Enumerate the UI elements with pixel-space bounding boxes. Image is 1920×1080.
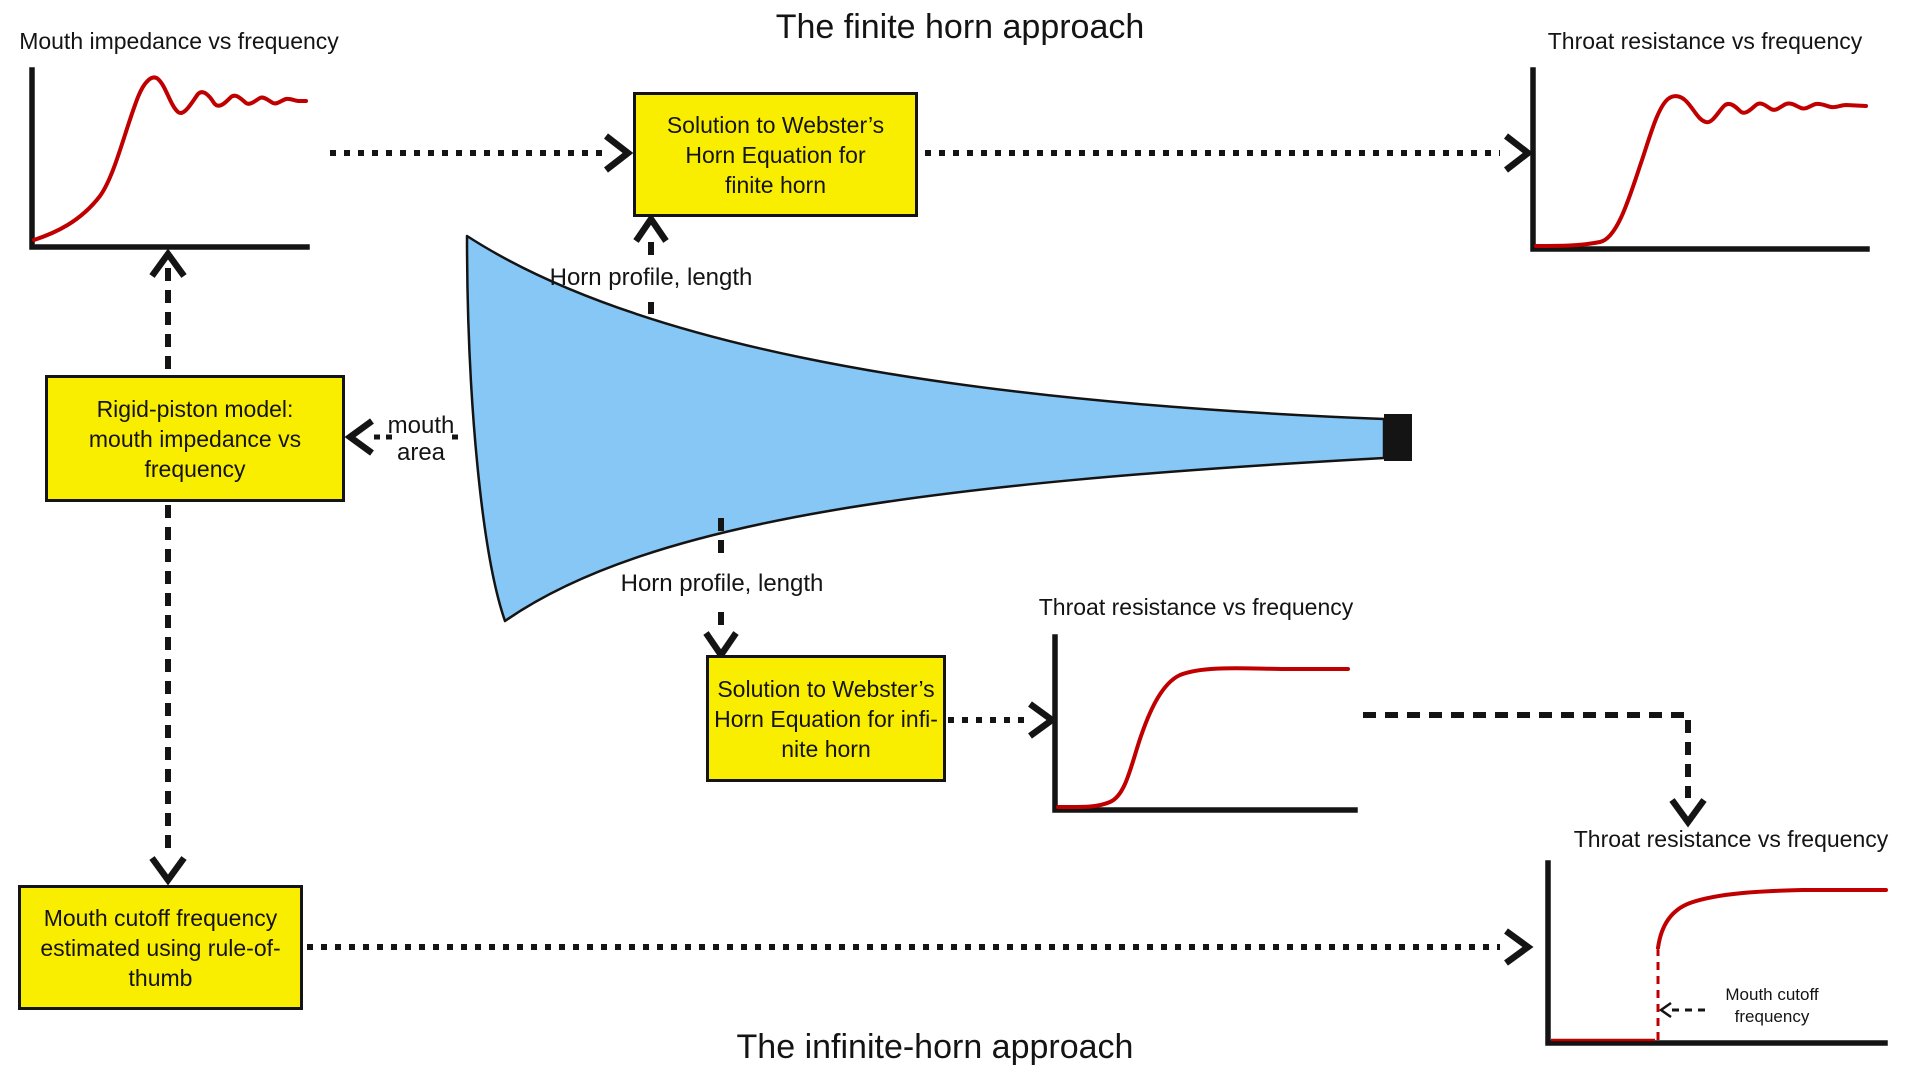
arrowhead-up-icon <box>633 213 669 243</box>
arrowhead-right-icon <box>1504 133 1534 173</box>
horn-profile-length-label-top: Horn profile, length <box>549 264 753 291</box>
arrowhead-up-icon <box>149 248 187 278</box>
plot-throat-infinite <box>1052 634 1358 813</box>
arrow-rigid-box-to-cutoff-box <box>149 505 187 886</box>
arrowhead-right-icon <box>1504 928 1534 966</box>
mouth-cutoff-annotation: Mouth cutoff frequency <box>1725 984 1818 1028</box>
finite-approach-title: The finite horn approach <box>775 8 1145 46</box>
arrowhead-down-icon <box>149 856 187 886</box>
arrow-mouth-plot-to-finite-box <box>330 133 634 173</box>
webster-infinite-box-line: nite horn <box>781 735 871 762</box>
arrow-finite-box-to-throat-plot <box>925 133 1534 173</box>
plot-throat-rule-of-thumb <box>1545 860 1888 1046</box>
webster-finite-box-line: finite horn <box>724 171 826 198</box>
rigid-piston-box-line: frequency <box>144 455 246 482</box>
webster-infinite-box-line: Horn Equation for infi- <box>714 705 938 732</box>
webster-infinite-box: Solution to Webster’s Horn Equation for … <box>706 655 946 782</box>
mouth-cutoff-box-line: estimated using rule-of- <box>40 934 281 961</box>
arrowhead-right-icon <box>604 133 634 173</box>
mouth-cutoff-annotation-line: Mouth cutoff <box>1725 985 1819 1004</box>
webster-finite-box-line: Solution to Webster’s <box>666 111 885 138</box>
arrow-mouth-area-to-rigid-box <box>344 418 464 456</box>
webster-finite-box: Solution to Webster’s Horn Equation for … <box>633 92 918 217</box>
rigid-piston-box-line: Rigid-piston model: <box>96 395 294 422</box>
mouth-area-label-line: mouth <box>387 412 455 439</box>
arrow-sigmoid-plot-to-cutoff-plot <box>1363 712 1707 828</box>
throat-finite-plot-title: Throat resistance vs frequency <box>1547 28 1863 54</box>
webster-finite-box-line: Horn Equation for <box>685 141 866 168</box>
mouth-area-label: mouth area <box>388 412 455 466</box>
arrowhead-left-icon <box>344 418 374 456</box>
rigid-piston-box-line: mouth impedance vs <box>88 425 302 452</box>
arrow-rigid-box-to-mouth-plot <box>149 248 187 370</box>
horn-throat-piston <box>1384 414 1412 461</box>
webster-infinite-box-line: Solution to Webster’s <box>717 675 935 702</box>
throat-rule-of-thumb-plot-title: Throat resistance vs frequency <box>1573 826 1889 852</box>
horn-profile-length-label-bottom: Horn profile, length <box>620 570 824 597</box>
horn-profile <box>465 234 1386 623</box>
mouth-cutoff-box-line: Mouth cutoff frequency <box>43 904 278 931</box>
plot-throat-finite <box>1530 67 1870 252</box>
arrowhead-left-icon <box>1658 1001 1672 1019</box>
horn-shape <box>465 234 1412 623</box>
arrowhead-down-icon <box>703 631 739 661</box>
arrow-annotation-to-cutoff-line <box>1658 1001 1706 1019</box>
arrowhead-right-icon <box>1028 701 1058 739</box>
infinite-approach-title: The infinite-horn approach <box>736 1028 1134 1066</box>
rigid-piston-box: Rigid-piston model: mouth impedance vs f… <box>45 375 345 502</box>
arrowhead-down-icon <box>1669 798 1707 828</box>
throat-infinite-plot-title: Throat resistance vs frequency <box>1038 594 1354 620</box>
arrow-cutoff-box-to-cutoff-plot <box>307 928 1534 966</box>
mouth-cutoff-box-line: thumb <box>128 964 193 991</box>
arrow-horn-to-finite-box <box>633 213 669 314</box>
mouth-impedance-plot-title: Mouth impedance vs frequency <box>19 28 339 54</box>
mouth-cutoff-box: Mouth cutoff frequency estimated using r… <box>18 885 303 1010</box>
arrow-infinite-box-to-sigmoid-plot <box>948 701 1058 739</box>
mouth-cutoff-annotation-line: frequency <box>1734 1007 1810 1026</box>
mouth-area-label-line: area <box>396 439 446 466</box>
plot-mouth-impedance <box>29 67 310 250</box>
